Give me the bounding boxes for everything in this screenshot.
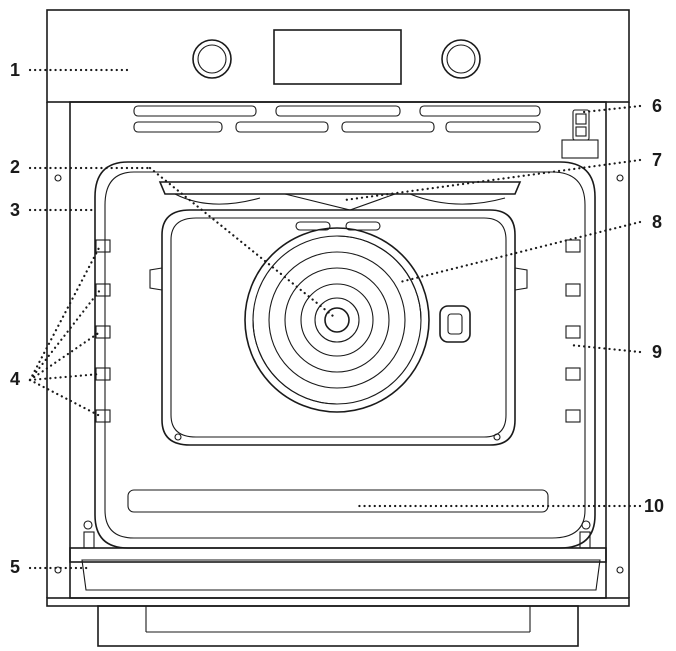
top-vents: [133, 105, 541, 133]
shelf-supports-left: [95, 239, 111, 423]
label-10: 10: [644, 496, 664, 516]
shelf-supports-right: [565, 239, 581, 423]
door-switch: [561, 109, 599, 159]
leader-lines: [28, 68, 642, 570]
fan-cover: [244, 227, 430, 413]
label-8: 8: [652, 212, 662, 232]
back-panel: [149, 209, 528, 446]
label-2: 2: [10, 157, 20, 177]
top-heating-element: [158, 181, 522, 211]
label-3: 3: [10, 200, 20, 220]
left-knob: [192, 39, 232, 79]
control-panel: [46, 9, 630, 103]
oven-body: [46, 101, 630, 598]
label-9: 9: [652, 342, 662, 362]
callout-labels: 1 2 3 4 5 6 7 8 9 10: [10, 60, 664, 577]
display-window: [273, 29, 402, 85]
label-5: 5: [10, 557, 20, 577]
label-4: 4: [10, 369, 20, 389]
label-6: 6: [652, 96, 662, 116]
label-7: 7: [652, 150, 662, 170]
right-knob: [441, 39, 481, 79]
oven-door: [46, 520, 630, 647]
oven-lamp: [439, 305, 471, 343]
label-1: 1: [10, 60, 20, 80]
